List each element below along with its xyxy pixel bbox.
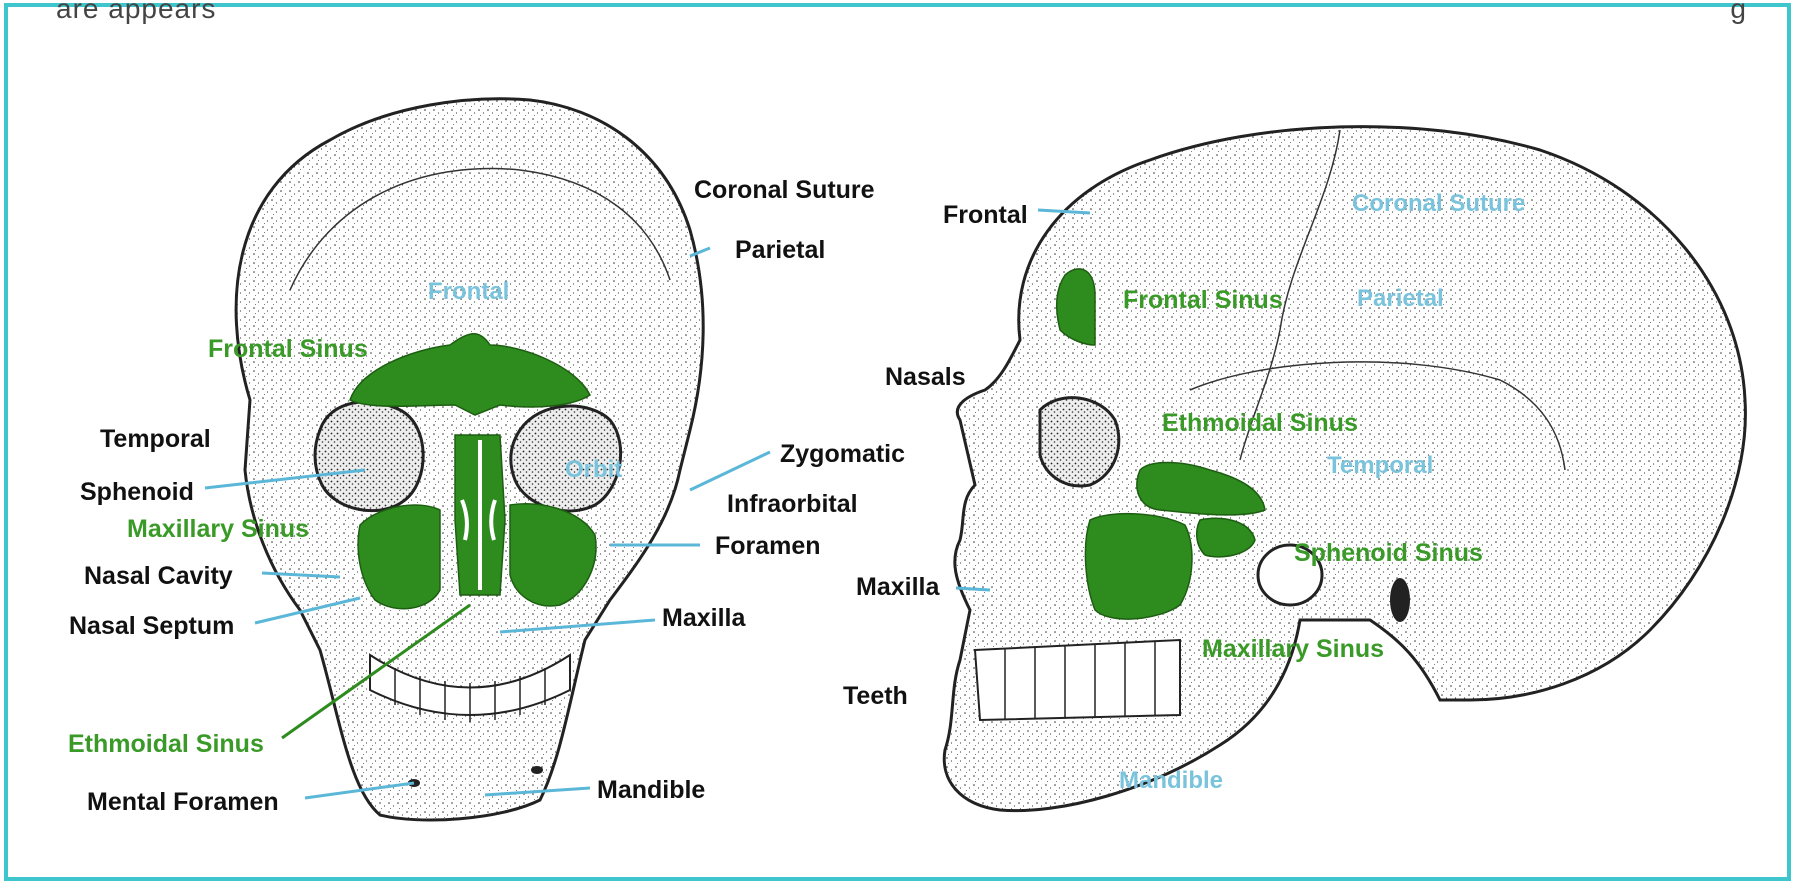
label-nasals-side: Nasals <box>885 363 966 392</box>
label-sphenoid-front: Sphenoid <box>80 478 194 507</box>
front-maxillary-sinus-left <box>358 505 440 609</box>
label-parietal-side: Parietal <box>1357 285 1444 313</box>
label-infraorbital-front: Infraorbital <box>727 490 858 519</box>
label-frontal-front: Frontal <box>428 278 509 306</box>
label-nasal-septum-front: Nasal Septum <box>69 612 234 641</box>
front-orbit-left <box>315 402 423 511</box>
label-zygomatic-front: Zygomatic <box>780 440 905 469</box>
label-foramen-front: Foramen <box>715 532 821 561</box>
label-frontal-sinus-front: Frontal Sinus <box>208 335 368 364</box>
label-frontal-sinus-side: Frontal Sinus <box>1123 286 1283 315</box>
label-orbit-front: Orbit <box>565 456 622 484</box>
label-temporal-front: Temporal <box>100 425 211 454</box>
label-ethmoidal-sinus-side: Ethmoidal Sinus <box>1162 409 1358 438</box>
label-parietal-front: Parietal <box>735 236 825 265</box>
label-coronal-suture-front: Coronal Suture <box>694 176 875 205</box>
label-maxilla-front: Maxilla <box>662 604 745 633</box>
label-mental-foramen-front: Mental Foramen <box>87 788 279 817</box>
label-maxilla-side: Maxilla <box>856 573 939 602</box>
label-mandible-front: Mandible <box>597 776 705 805</box>
label-mandible-side: Mandible <box>1119 767 1223 795</box>
label-nasal-cavity-front: Nasal Cavity <box>84 562 233 591</box>
label-maxillary-sinus-front: Maxillary Sinus <box>127 515 309 544</box>
side-maxillary-sinus <box>1085 514 1192 619</box>
label-teeth-side: Teeth <box>843 682 908 711</box>
label-coronal-suture-side: Coronal Suture <box>1352 190 1525 218</box>
label-sphenoid-sinus-side: Sphenoid Sinus <box>1294 539 1483 568</box>
label-ethmoidal-sinus-front: Ethmoidal Sinus <box>68 730 264 759</box>
label-frontal-side: Frontal <box>943 201 1028 230</box>
side-orbit <box>1040 398 1119 486</box>
label-temporal-side: Temporal <box>1327 452 1433 480</box>
label-maxillary-sinus-side: Maxillary Sinus <box>1202 635 1384 664</box>
